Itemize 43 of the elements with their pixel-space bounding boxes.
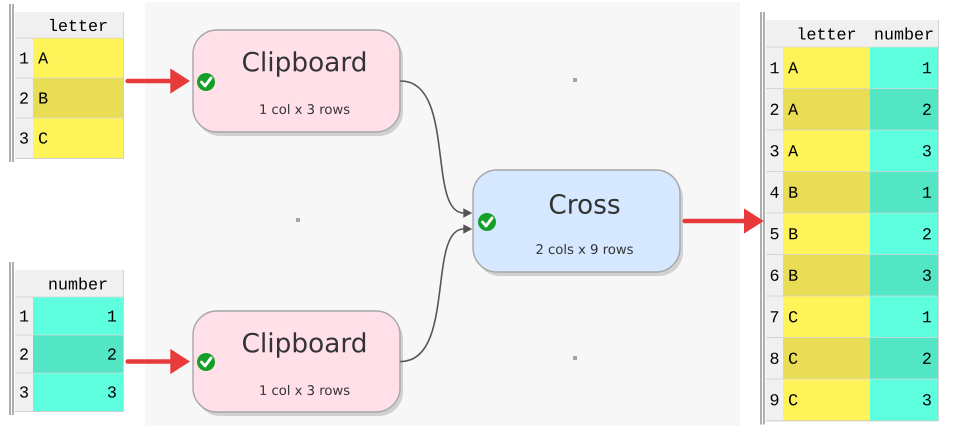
row-number: 2 — [15, 78, 33, 118]
column-header: letter — [50, 18, 107, 32]
table-cell: A — [32, 38, 124, 78]
table-cell: A — [782, 130, 870, 172]
row-number: 3 — [15, 373, 33, 411]
table-cell: A — [782, 46, 870, 88]
table-cell: 2 — [870, 88, 938, 130]
table-cell: C — [782, 296, 870, 338]
table-cell: 3 — [870, 130, 938, 172]
table-cell: 2 — [32, 334, 124, 373]
column-header: letter — [798, 27, 856, 40]
row-number: 9 — [766, 379, 783, 420]
table-cell: A — [782, 88, 870, 130]
row-number: 1 — [766, 47, 783, 88]
table-cell: B — [32, 78, 124, 118]
row-number: 2 — [766, 88, 783, 130]
table-cell: 2 — [870, 212, 938, 254]
table-cell: 3 — [870, 254, 938, 296]
table-cell: B — [782, 212, 870, 254]
row-number: 1 — [15, 38, 33, 78]
table-cell: C — [782, 378, 870, 420]
row-number: 5 — [766, 213, 783, 254]
table-cell: 1 — [870, 46, 938, 88]
row-number: 6 — [766, 254, 783, 296]
table-cell: B — [782, 171, 870, 213]
table-cell: 1 — [32, 296, 124, 335]
column-header: number — [49, 277, 107, 290]
row-number: 1 — [15, 297, 33, 335]
column-header: number — [875, 27, 933, 40]
row-number: 2 — [15, 335, 33, 373]
row-number: 3 — [766, 130, 783, 172]
row-number: 4 — [766, 172, 783, 213]
table-cell: 2 — [870, 337, 938, 379]
table-cell: C — [32, 118, 124, 158]
row-number: 8 — [766, 338, 783, 379]
table-cell: 3 — [870, 378, 938, 420]
table-cell: 1 — [870, 171, 938, 213]
table-cell: 1 — [870, 296, 938, 338]
row-number: 3 — [15, 118, 33, 158]
table-cell: 3 — [32, 372, 124, 411]
table-cell: B — [782, 254, 870, 296]
table-cell: C — [782, 337, 870, 379]
row-number: 7 — [766, 296, 783, 338]
